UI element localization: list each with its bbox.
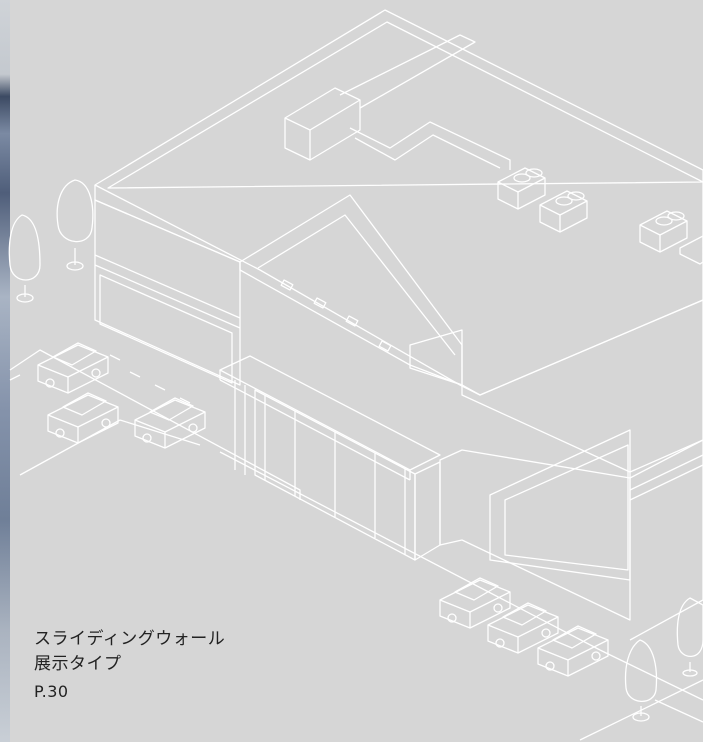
caption-subtitle: 展示タイプ: [34, 654, 122, 674]
caption-title: スライディングウォール: [34, 629, 226, 649]
rooftop-duct: [284, 34, 511, 170]
photo-edge-strip: [0, 0, 10, 742]
left-wall: [94, 199, 241, 386]
entrance-canopy: [219, 355, 441, 481]
trees: [8, 179, 703, 722]
rooftop-ac-units: [497, 167, 703, 265]
entrance-gable: [239, 194, 463, 386]
page-reference: P.30: [34, 682, 69, 701]
cars: [37, 342, 609, 677]
roof: [94, 9, 703, 396]
right-facade: [439, 299, 703, 641]
